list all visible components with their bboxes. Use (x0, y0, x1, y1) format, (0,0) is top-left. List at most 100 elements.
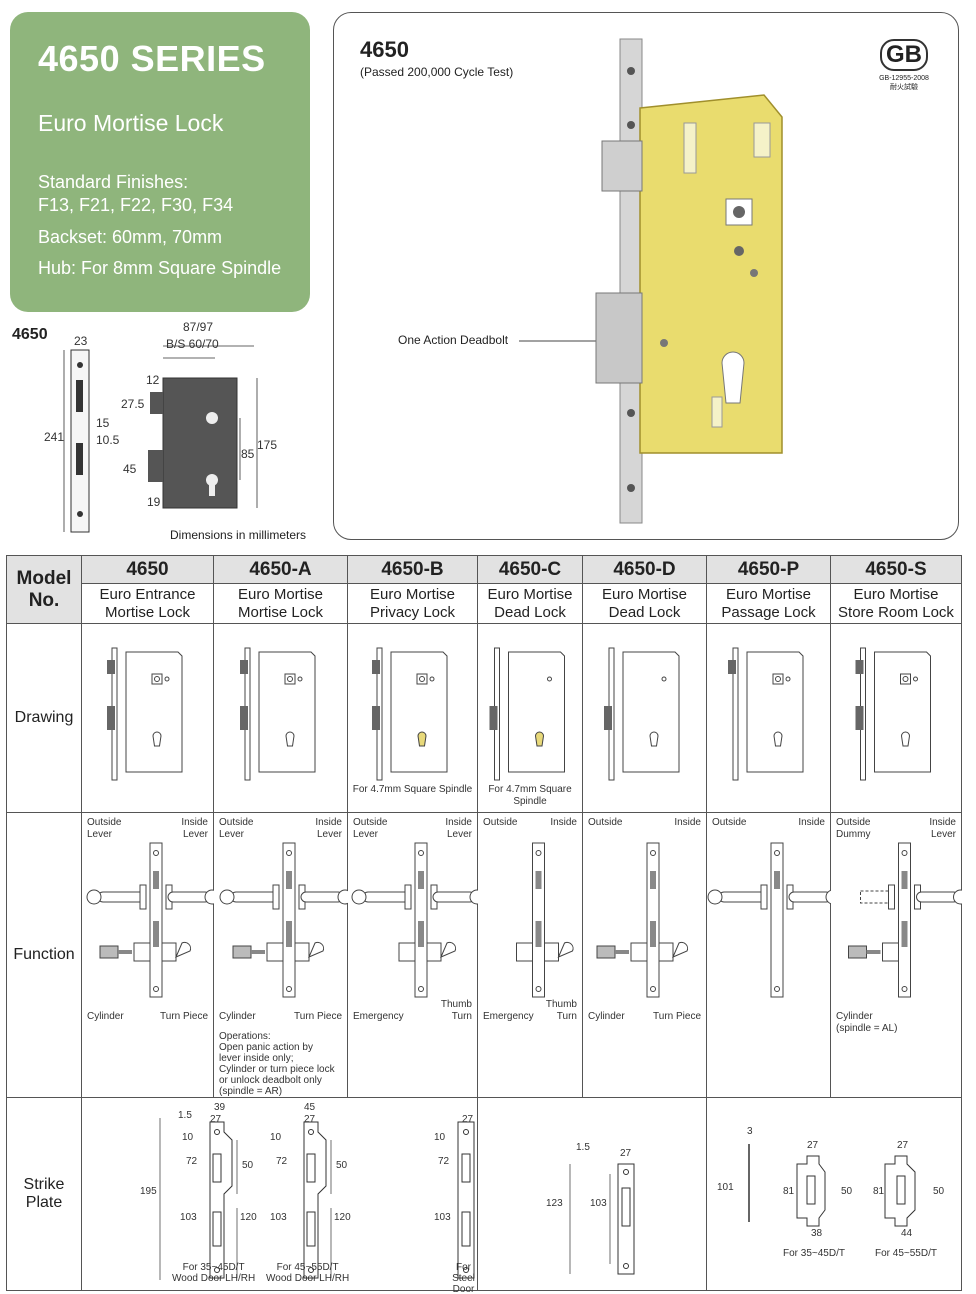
spindle-hub (772, 673, 784, 685)
lever-end (337, 889, 348, 905)
faceplate (898, 842, 911, 998)
faceplate (619, 38, 643, 524)
lock-body-outline (125, 651, 183, 773)
faceplate (646, 842, 660, 998)
turn-rose (161, 942, 177, 962)
lever-end (219, 889, 235, 905)
key-blade (615, 950, 629, 954)
lock-body-outline (390, 651, 448, 773)
latch-slot (650, 871, 656, 889)
latch-slot (774, 871, 780, 889)
gb-logo: GB (880, 39, 928, 71)
series-subtitle: Euro Mortise Lock (38, 110, 224, 136)
dimension-drawing (63, 345, 258, 533)
dim-label-27-5: 27.5 (121, 397, 145, 411)
latch (372, 660, 380, 674)
deadbolt-slot (286, 921, 292, 947)
latch-slot (535, 871, 542, 889)
dimensions-note: Dimensions in millimeters (170, 528, 307, 542)
latch (107, 660, 115, 674)
spindle-hub (284, 673, 296, 685)
lever-end (825, 889, 831, 905)
dim-label-45: 45 (123, 462, 137, 476)
latch (240, 660, 248, 674)
model-code-4650: 4650 (81, 555, 214, 584)
drawing-row: Drawing For 4.7mm Square Spindle For 4.7… (6, 623, 962, 813)
backset-spec: Backset: 60mm, 70mm (38, 227, 223, 247)
product-model: 4650 (360, 37, 409, 62)
latch-slot (901, 871, 908, 889)
inside-lever (916, 891, 959, 903)
lever-end (86, 889, 102, 905)
faceplate (282, 842, 296, 998)
dim-faceplate (70, 349, 90, 533)
dim-label-175: 175 (257, 438, 278, 452)
faceplate (732, 647, 739, 781)
cylinder (133, 942, 151, 962)
hub-spec: Hub: For 8mm Square Spindle (38, 258, 282, 278)
dim-label-241: 241 (44, 430, 65, 444)
deadbolt (595, 292, 643, 384)
model-code-row: Model No. 4650 4650-A 4650-B 4650-C 4650… (6, 555, 962, 624)
screw (650, 850, 656, 856)
cylinder-hole (773, 731, 783, 747)
function-4650-d: Outside Inside Cylinder Turn Piece (582, 812, 707, 1098)
inside-lever (300, 891, 344, 903)
lock-body-outline (622, 651, 680, 773)
drawing-row-label: Drawing (6, 623, 82, 813)
deadbolt-callout: One Action Deadbolt (398, 333, 509, 347)
screw (286, 986, 292, 992)
faceplate (770, 842, 784, 998)
outside-lever (718, 891, 768, 903)
dim-label-19: 19 (147, 495, 161, 509)
drawing-4650-a (213, 623, 348, 813)
series-title: 4650 SERIES (38, 38, 266, 79)
deadbolt (855, 706, 864, 730)
dummy-lever (860, 890, 891, 904)
screw (429, 676, 435, 682)
dim-label-85: 85 (241, 447, 255, 461)
latch-slot (153, 871, 159, 889)
cylinder (882, 942, 899, 962)
outside-lever (230, 891, 280, 903)
screw (297, 676, 303, 682)
cylinder-hole (534, 731, 545, 747)
lever-end (351, 889, 367, 905)
screw (153, 986, 159, 992)
deadbolt (489, 706, 498, 730)
drawing-4650 (81, 623, 214, 813)
key-blade (118, 950, 132, 954)
model-code-4650-a: 4650-A (213, 555, 348, 584)
cylinder-hole (649, 731, 659, 747)
spindle-hole (154, 676, 160, 682)
cylinder-hole (417, 731, 427, 747)
turn-piece-icon (557, 941, 574, 958)
strike-plate-drawings-efg (748, 1144, 916, 1227)
screw (547, 676, 552, 682)
deadbolt-slot (153, 921, 159, 947)
faceplate (532, 842, 545, 998)
strike-plate-drawing-d (569, 1163, 635, 1275)
strike-plates-passage-storeroom: 3 101 27 81 50 38 For 35~45D/T 27 81 50 … (706, 1097, 962, 1291)
key-blade (866, 950, 881, 954)
rose (404, 884, 412, 910)
deadbolt-slot (901, 921, 908, 947)
turn-rose (658, 942, 674, 962)
drawing-4650-s (830, 623, 962, 813)
outside-lever (97, 891, 147, 903)
drawing-4650-b: For 4.7mm Square Spindle (347, 623, 478, 813)
cylinder-hole (285, 731, 295, 747)
emergency-release (398, 942, 416, 962)
spindle-hole (775, 676, 781, 682)
turn-piece-icon (672, 941, 689, 958)
turn-rose (294, 942, 310, 962)
operations-note: Operations:Open panic action by lever in… (219, 1031, 335, 1097)
latch-slot (418, 871, 424, 889)
rose (888, 884, 895, 910)
cylinder-hole (721, 351, 745, 404)
